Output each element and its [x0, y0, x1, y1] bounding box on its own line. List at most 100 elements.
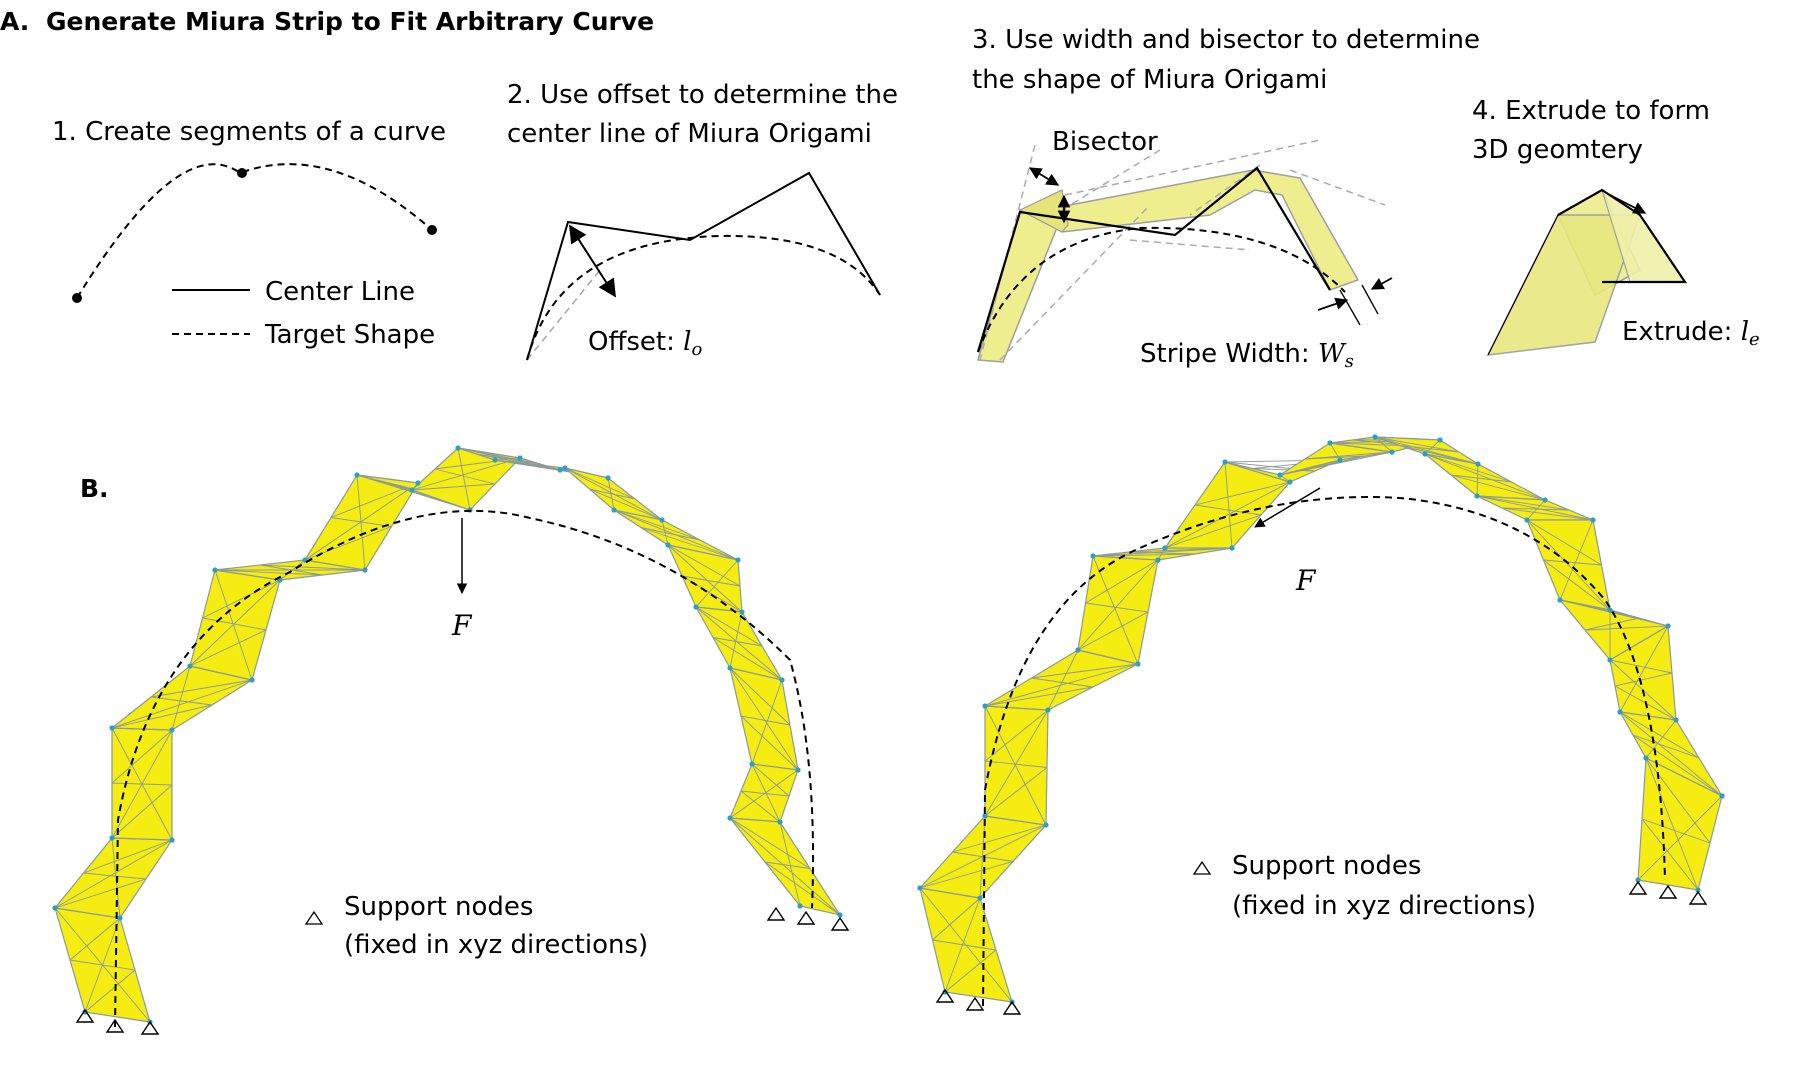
strip-node — [492, 457, 498, 463]
strip-node — [1337, 457, 1343, 463]
strip-crease — [1085, 559, 1159, 604]
step-3-title-line2: the shape of Miura Origami — [972, 65, 1327, 95]
strip-crease — [434, 468, 496, 485]
curve-point-start — [72, 293, 82, 303]
strip-node — [1474, 493, 1480, 499]
strip-node — [109, 725, 115, 731]
strip-crease — [304, 482, 419, 561]
strip-crease — [457, 447, 541, 465]
support-label-right-line1: Support nodes — [1232, 851, 1421, 881]
strip-crease — [1543, 559, 1602, 566]
strip-crease — [202, 617, 267, 631]
strip-node — [837, 912, 843, 918]
offset-label-group: Offset: lo — [588, 327, 702, 360]
strip-crease — [214, 569, 323, 576]
strip-crease — [613, 509, 701, 541]
center-line-step2 — [526, 171, 881, 361]
support-node-icon — [140, 1020, 160, 1035]
strip-crease — [1543, 559, 1611, 611]
strip-crease — [729, 769, 799, 819]
strip-crease — [69, 959, 136, 971]
arch-right: F Support nodes (fixed in xyz directions… — [917, 434, 1725, 1015]
bisector-guide-7 — [1129, 239, 1251, 251]
support-label-left-line1: Support nodes — [344, 892, 533, 922]
strip-node — [1090, 553, 1096, 559]
strip-crease — [1641, 818, 1699, 891]
strip-crease — [919, 861, 1014, 889]
offset-label: Offset: — [588, 327, 683, 357]
width-symbol: W — [1318, 339, 1347, 369]
strip-crease — [740, 715, 799, 771]
width-label-group: Stripe Width: Ws — [1140, 339, 1354, 372]
strip-crease — [54, 878, 147, 909]
strip-node — [1607, 607, 1613, 613]
strip-crease — [944, 949, 997, 993]
strip-node — [1277, 472, 1283, 478]
strip-node — [212, 567, 218, 573]
strip-crease — [984, 709, 1049, 762]
width-arrow-1 — [1317, 297, 1349, 311]
strip-crease — [1279, 455, 1367, 476]
strip-crease — [356, 474, 366, 571]
strip-node — [187, 663, 193, 669]
support-node-icon — [965, 996, 985, 1011]
strip-crease — [1194, 504, 1262, 516]
strip-node — [1665, 623, 1671, 629]
strip-crease — [1304, 451, 1393, 460]
strip-node — [52, 905, 58, 911]
strip-crease — [171, 665, 191, 731]
support-node-icon — [796, 910, 816, 925]
target-curve-step3 — [977, 226, 1346, 353]
width-arrow-2 — [1370, 277, 1393, 290]
strip-crease — [1641, 818, 1711, 844]
miura-stripe-shape — [977, 169, 1360, 363]
strip-crease — [1559, 519, 1594, 601]
strip-crease — [952, 851, 1014, 862]
strip-crease — [729, 817, 841, 916]
strip-crease — [259, 564, 323, 576]
strip-node — [1389, 449, 1395, 455]
strip-crease — [564, 467, 636, 500]
strip-crease — [69, 917, 121, 961]
strip-crease — [932, 897, 981, 941]
width-tick-2 — [1361, 284, 1379, 315]
strip-node — [1135, 661, 1141, 667]
step-1: 1. Create segments of a curve Center Lin… — [52, 117, 446, 350]
target-curve-step2 — [526, 234, 881, 361]
strip-crease — [1619, 625, 1669, 713]
bisector-guide-6 — [1064, 139, 1321, 196]
bisector-arrow-1 — [1028, 167, 1060, 186]
strip-crease — [1619, 711, 1700, 759]
strip-node — [1162, 545, 1168, 551]
strip-node — [1287, 479, 1293, 485]
width-tick-1 — [1339, 289, 1361, 326]
extrude-label-group: Extrude: le — [1622, 317, 1760, 350]
strip-node — [693, 604, 699, 610]
support-node-icon — [1658, 884, 1678, 899]
strip-crease — [729, 817, 811, 869]
strip-node — [169, 837, 175, 843]
strip-crease — [1399, 445, 1479, 465]
strip-node — [665, 542, 671, 548]
panel-a-title: Generate Miura Strip to Fit Arbitrary Cu… — [46, 7, 654, 36]
strip-node — [169, 727, 175, 733]
strip-crease — [1476, 495, 1570, 511]
strip-crease — [932, 939, 997, 951]
strip-node — [409, 487, 415, 493]
strip-crease — [1424, 453, 1546, 501]
strip-node — [659, 517, 665, 523]
strip-node — [739, 609, 745, 615]
strip-crease — [1559, 599, 1640, 619]
strip-crease — [1476, 463, 1479, 497]
strip-crease — [111, 704, 213, 729]
bisector-label: Bisector — [1052, 127, 1158, 157]
strip-crease — [1450, 474, 1546, 501]
strip-crease — [111, 782, 173, 786]
strip-node — [727, 815, 733, 821]
strip-crease — [1424, 453, 1512, 483]
panel-b: B. F Support nodes (fixed in xyz directi… — [52, 434, 1725, 1035]
step-3-title-line1: 3. Use width and bisector to determine — [972, 25, 1480, 55]
strip-node — [1557, 597, 1563, 603]
support-legend-icon-left — [304, 910, 324, 925]
strip-crease — [330, 517, 392, 527]
